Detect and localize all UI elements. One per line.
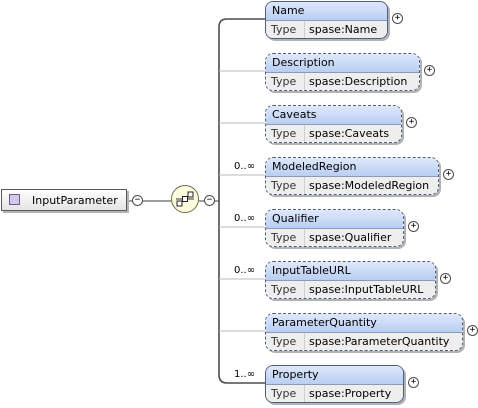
type-row: Type spase:ModeledRegion: [266, 177, 438, 194]
type-row: Type spase:InputTableURL: [266, 281, 435, 298]
type-key: Type: [271, 23, 297, 36]
element-name: Qualifier: [266, 210, 403, 229]
element-name: Property: [266, 366, 403, 385]
type-key: Type: [271, 283, 297, 296]
sequence-icon: [176, 191, 194, 207]
type-value: spase:Name: [304, 21, 377, 38]
expand-icon[interactable]: +: [408, 221, 419, 232]
root-element-label: InputParameter: [32, 194, 118, 207]
element-name: InputTableURL: [266, 262, 435, 281]
type-value: spase:Caveats: [304, 125, 389, 142]
element-name: ParameterQuantity: [266, 314, 462, 333]
expand-icon[interactable]: +: [408, 377, 419, 388]
root-element-box[interactable]: InputParameter: [1, 189, 127, 211]
type-key: Type: [271, 127, 297, 140]
type-value: spase:ModeledRegion: [304, 177, 429, 194]
type-key: Type: [271, 75, 297, 88]
occurrence-label: 0..∞: [234, 213, 256, 224]
type-key: Type: [271, 387, 297, 400]
element-icon: [9, 194, 20, 205]
type-row: Type spase:Description: [266, 73, 419, 90]
type-value: spase:Property: [304, 385, 391, 402]
expand-icon[interactable]: +: [392, 13, 403, 24]
collapse-sequence-icon[interactable]: −: [204, 195, 215, 206]
expand-icon[interactable]: +: [406, 117, 417, 128]
expand-icon[interactable]: +: [467, 325, 478, 336]
expand-icon[interactable]: +: [443, 169, 454, 180]
occurrence-label: 0..∞: [234, 265, 256, 276]
element-name: Caveats: [266, 106, 401, 125]
occurrence-label: 1..∞: [234, 369, 256, 380]
occurrence-label: 0..∞: [234, 161, 256, 172]
type-row: Type spase:ParameterQuantity: [266, 333, 462, 350]
type-row: Type spase:Property: [266, 385, 403, 402]
element-name: ModeledRegion: [266, 158, 438, 177]
expand-icon[interactable]: +: [440, 273, 451, 284]
element-name: Name: [266, 2, 387, 21]
expand-icon[interactable]: +: [424, 65, 435, 76]
type-value: spase:ParameterQuantity: [304, 333, 449, 350]
type-row: Type spase:Name: [266, 21, 387, 38]
type-key: Type: [271, 231, 297, 244]
type-value: spase:Qualifier: [304, 229, 391, 246]
sequence-bracket: [218, 18, 265, 384]
element-name: Description: [266, 54, 419, 73]
type-value: spase:Description: [304, 73, 407, 90]
type-row: Type spase:Caveats: [266, 125, 401, 142]
child-element-box[interactable]: InputTableURL Type spase:InputTableURL: [265, 261, 436, 299]
sequence-compositor[interactable]: [171, 185, 199, 213]
type-key: Type: [271, 335, 297, 348]
type-row: Type spase:Qualifier: [266, 229, 403, 246]
type-key: Type: [271, 179, 297, 192]
collapse-root-icon[interactable]: −: [132, 195, 143, 206]
type-value: spase:InputTableURL: [304, 281, 423, 298]
